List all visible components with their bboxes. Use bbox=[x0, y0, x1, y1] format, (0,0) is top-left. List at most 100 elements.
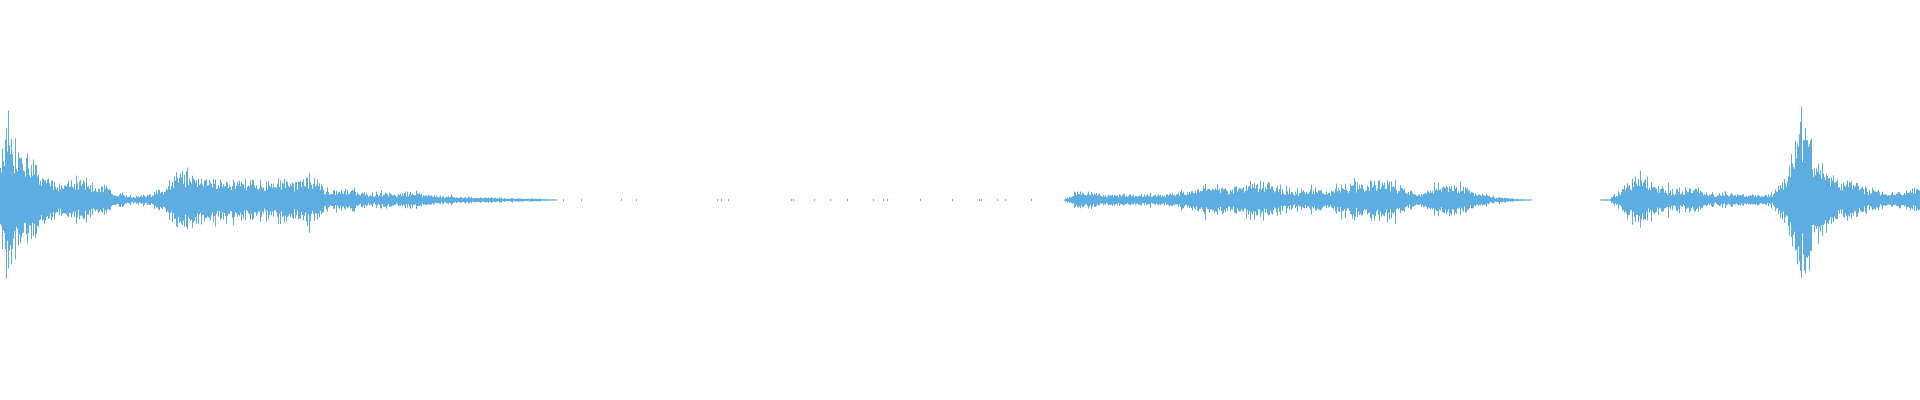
waveform-bar bbox=[68, 180, 69, 218]
waveform-bar bbox=[1267, 184, 1268, 214]
waveform-bar bbox=[1651, 182, 1652, 222]
waveform-bar bbox=[1105, 195, 1106, 205]
waveform-bar bbox=[186, 171, 187, 227]
waveform-bar bbox=[309, 173, 310, 233]
waveform-bar bbox=[1413, 194, 1414, 207]
waveform-bar bbox=[1089, 194, 1090, 207]
waveform-bar bbox=[1368, 187, 1369, 214]
waveform-bar bbox=[1066, 198, 1067, 202]
waveform-bar bbox=[1612, 197, 1613, 203]
waveform-bar bbox=[1237, 191, 1238, 209]
waveform-bar bbox=[1186, 195, 1187, 205]
waveform-bar bbox=[1238, 189, 1239, 211]
waveform-bar bbox=[1660, 189, 1661, 209]
waveform-bar bbox=[143, 194, 144, 207]
waveform-bar bbox=[1832, 180, 1833, 219]
waveform-bar bbox=[1263, 182, 1264, 221]
waveform-bar bbox=[458, 198, 459, 202]
waveform-bar bbox=[1246, 184, 1247, 219]
waveform-bar bbox=[1761, 196, 1762, 204]
waveform-bar bbox=[163, 194, 164, 207]
waveform-bar bbox=[43, 179, 44, 220]
waveform-bar bbox=[1313, 190, 1314, 209]
waveform-bar bbox=[110, 190, 111, 210]
waveform-bar bbox=[1397, 193, 1398, 209]
waveform-bar bbox=[1527, 199, 1528, 201]
waveform-bar bbox=[1629, 185, 1630, 215]
waveform-bar bbox=[1913, 193, 1914, 206]
waveform-bar bbox=[1519, 199, 1520, 201]
waveform-bar bbox=[1361, 184, 1362, 216]
waveform-bar bbox=[1477, 195, 1478, 205]
waveform-bar bbox=[85, 189, 86, 211]
waveform-bar bbox=[1205, 183, 1206, 221]
waveform-bar bbox=[1383, 185, 1384, 216]
waveform-bar bbox=[329, 194, 330, 207]
waveform-bar bbox=[420, 194, 421, 206]
waveform-bar bbox=[1890, 195, 1891, 205]
waveform-bar bbox=[1877, 191, 1878, 208]
waveform-bar bbox=[399, 194, 400, 206]
waveform-bar bbox=[50, 186, 51, 214]
waveform-bar bbox=[29, 175, 30, 225]
waveform-bar bbox=[1251, 188, 1252, 213]
waveform-bar bbox=[159, 190, 160, 211]
waveform-bar bbox=[1133, 194, 1134, 205]
waveform-bar bbox=[311, 184, 312, 214]
waveform-bar bbox=[167, 189, 168, 211]
waveform-bar bbox=[431, 195, 432, 205]
waveform-bar bbox=[1171, 195, 1172, 206]
waveform-bar bbox=[1894, 194, 1895, 206]
waveform-bar bbox=[1504, 198, 1505, 203]
waveform-bar bbox=[157, 193, 158, 208]
waveform-bar bbox=[111, 194, 112, 207]
waveform-bar bbox=[299, 181, 300, 218]
waveform-bar bbox=[1458, 191, 1459, 209]
waveform-bar bbox=[505, 198, 506, 202]
waveform-bar bbox=[1750, 194, 1751, 205]
waveform-bar bbox=[303, 179, 304, 221]
waveform-bar bbox=[0, 168, 1, 225]
waveform-bar bbox=[1410, 191, 1411, 210]
waveform-bar bbox=[1481, 196, 1482, 204]
waveform-bar bbox=[1793, 167, 1794, 235]
waveform-bar bbox=[1669, 192, 1670, 208]
waveform-bar bbox=[439, 196, 440, 204]
waveform-bar bbox=[492, 198, 493, 202]
waveform-bar bbox=[402, 192, 403, 207]
waveform-bar bbox=[1289, 187, 1290, 210]
waveform-bar bbox=[1393, 186, 1394, 214]
waveform-bar bbox=[1871, 193, 1872, 208]
waveform-bar bbox=[372, 192, 373, 207]
waveform-bar bbox=[883, 198, 884, 202]
waveform-bar bbox=[191, 183, 192, 220]
waveform-bar bbox=[1309, 192, 1310, 208]
waveform-bar bbox=[468, 196, 469, 203]
waveform-bar bbox=[502, 198, 503, 202]
waveform-bar bbox=[1704, 194, 1705, 206]
waveform-bar bbox=[1427, 190, 1428, 210]
waveform-bar bbox=[1181, 189, 1182, 211]
waveform-bar bbox=[327, 187, 328, 212]
waveform-bar bbox=[27, 153, 28, 244]
waveform-bar bbox=[1354, 178, 1355, 220]
waveform-bar bbox=[1082, 192, 1083, 208]
waveform-bar bbox=[382, 196, 383, 205]
waveform-bar bbox=[1222, 187, 1223, 215]
waveform-bar bbox=[1154, 195, 1155, 204]
waveform-bar bbox=[551, 199, 552, 201]
waveform-bar bbox=[1780, 185, 1781, 218]
waveform-bar bbox=[1473, 192, 1474, 208]
waveform-bar bbox=[1509, 198, 1510, 202]
waveform-bar bbox=[1442, 187, 1443, 212]
waveform-bar bbox=[1495, 198, 1496, 202]
waveform-bar bbox=[1132, 195, 1133, 205]
waveform-bar bbox=[1, 172, 2, 227]
waveform-bar bbox=[496, 198, 497, 202]
waveform-bar bbox=[307, 177, 308, 226]
waveform-bar bbox=[1851, 181, 1852, 219]
waveform-bar bbox=[501, 197, 502, 203]
waveform-bar bbox=[360, 195, 361, 204]
waveform-bar bbox=[1153, 195, 1154, 204]
waveform-bar bbox=[47, 179, 48, 217]
